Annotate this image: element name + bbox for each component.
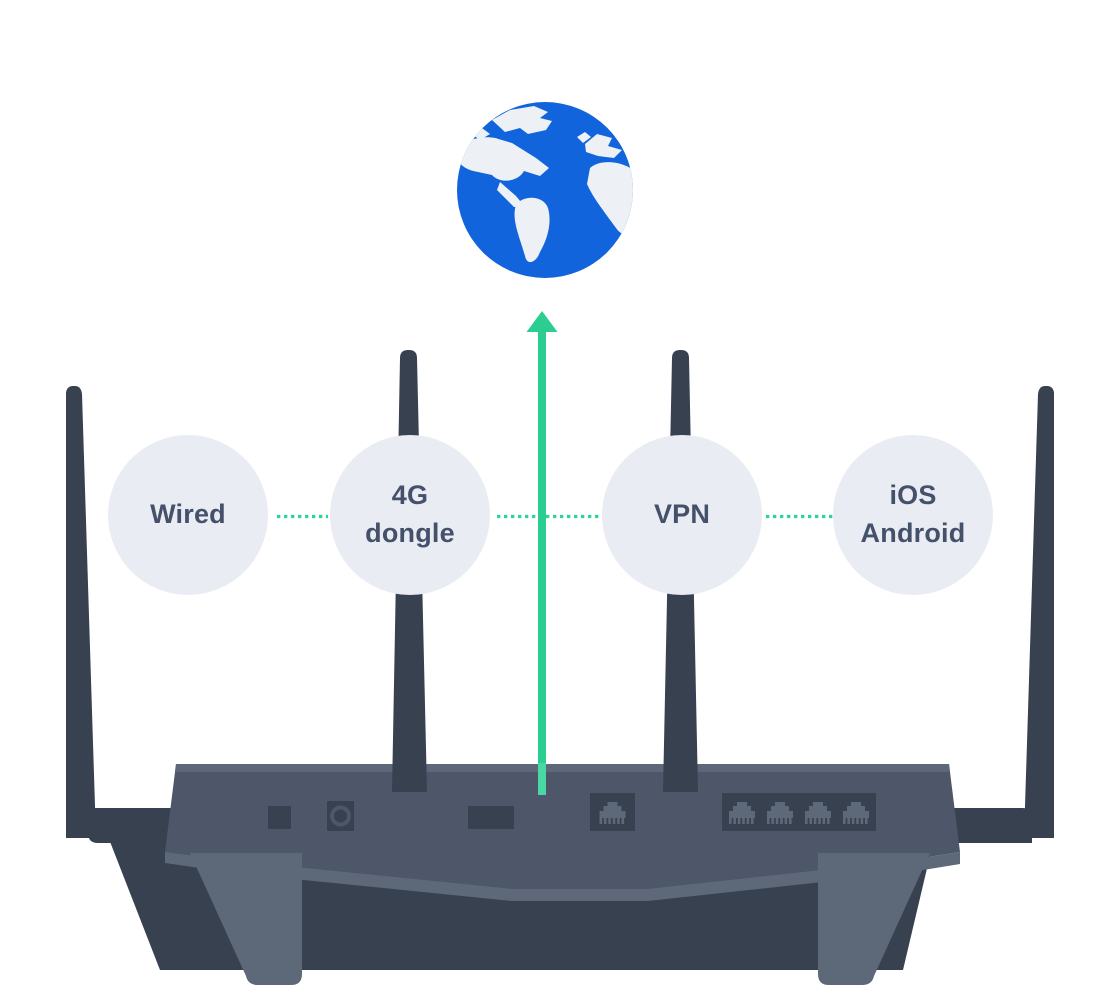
router-leg-right: [818, 853, 930, 985]
uplink-arrow-icon: [526, 311, 558, 795]
globe-icon: [457, 102, 633, 278]
antenna-right-outer: [1024, 386, 1054, 838]
arrow-shaft: [538, 329, 546, 795]
router-ports: [268, 793, 876, 831]
globe-continents: [457, 106, 633, 263]
router-lip-highlight: [165, 852, 960, 901]
node-label: Android: [860, 518, 966, 548]
connection-node-4g-dongle: 4G dongle: [330, 435, 490, 595]
node-label: Wired: [150, 499, 226, 530]
connection-node-ios-android: iOS Android: [833, 435, 993, 595]
indicator-square-port: [268, 806, 291, 829]
router-legs: [190, 853, 930, 985]
usb-port: [468, 806, 514, 829]
node-label: iOS: [889, 480, 937, 511]
node-label: VPN: [653, 499, 711, 530]
node-label: dongle: [365, 518, 455, 548]
antenna-left-outer: [66, 386, 96, 838]
connection-node-wired: Wired: [108, 435, 268, 595]
router-leg-left: [190, 853, 302, 985]
connection-node-vpn: VPN: [602, 435, 762, 595]
arrow-head: [526, 311, 558, 332]
arrow-shaft-tail: [538, 763, 546, 795]
router-top-edge: [175, 764, 950, 772]
power-button-ring: [330, 805, 351, 827]
node-label: 4G: [391, 480, 429, 511]
